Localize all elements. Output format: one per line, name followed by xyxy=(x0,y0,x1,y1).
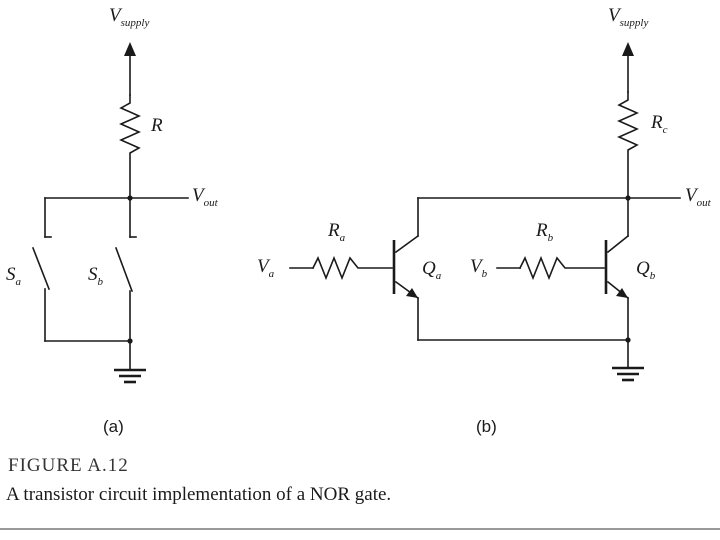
resistor-label-ra: Ra xyxy=(327,220,346,244)
resistor-rc xyxy=(617,91,639,199)
figure-title: FIGURE A.12 xyxy=(8,455,129,476)
resistor-r xyxy=(119,94,141,196)
panel-label-a: (a) xyxy=(103,417,124,436)
panel-a-switch-circuit: Vsupply R Vout Sa Sb (a) xyxy=(6,5,219,436)
resistor-label-rb: Rb xyxy=(535,220,554,244)
supply-label-b: Vsupply xyxy=(608,5,648,29)
resistor-label-rc: Rc xyxy=(650,112,668,136)
transistor-label-qb: Qb xyxy=(636,258,656,282)
resistor-ra xyxy=(311,255,393,281)
ground-symbol-b xyxy=(612,366,644,382)
input-label-va: Va xyxy=(257,256,275,280)
output-label-a: Vout xyxy=(192,185,219,209)
switch-a-blade xyxy=(31,246,51,291)
resistor-label-r: R xyxy=(150,115,163,136)
transistor-qa xyxy=(392,197,420,341)
figure-caption: A transistor circuit implementation of a… xyxy=(6,484,392,505)
input-label-vb: Vb xyxy=(470,256,488,280)
switch-label-sb: Sb xyxy=(88,264,104,288)
resistor-rb xyxy=(518,255,605,281)
panel-label-b: (b) xyxy=(476,417,497,436)
ground-node-a xyxy=(127,338,133,344)
panel-b-transistor-circuit: Vsupply Rc Vout Va Ra Qa Vb Rb Qb (b) xyxy=(257,5,712,436)
supply-arrowhead-a xyxy=(124,42,136,56)
output-label-b: Vout xyxy=(685,185,712,209)
supply-arrowhead-b xyxy=(622,42,634,56)
switch-label-sa: Sa xyxy=(6,264,22,288)
ground-symbol-a xyxy=(114,368,146,384)
transistor-qb xyxy=(604,197,630,369)
supply-label-a: Vsupply xyxy=(109,5,149,29)
bottom-divider xyxy=(0,528,720,530)
ground-node-b xyxy=(625,337,631,343)
transistor-label-qa: Qa xyxy=(422,258,442,282)
switch-b-blade xyxy=(114,246,134,293)
